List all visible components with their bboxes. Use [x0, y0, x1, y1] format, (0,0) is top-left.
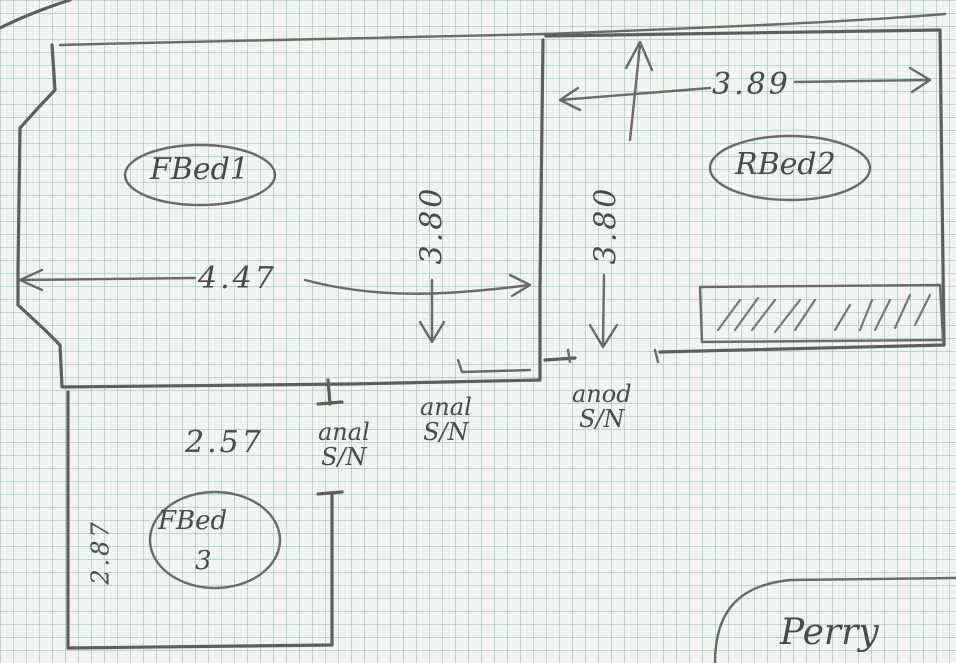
- door-note-3-line2: S/N: [579, 405, 625, 434]
- door-note-2-line1: anal: [420, 393, 472, 421]
- door-note-1-line2: S/N: [321, 443, 367, 472]
- wardrobe-hatch: [716, 293, 932, 334]
- room2-width-arrow-right: [793, 66, 932, 94]
- room2-up-arrow: [624, 40, 654, 142]
- room3-depth-label: 2.87: [86, 519, 115, 585]
- room2-depth-label: 3.80: [588, 185, 624, 265]
- room3-width-label: 2.57: [185, 425, 264, 460]
- room2-width-label: 3.89: [712, 67, 791, 102]
- room3-name: FBed: [158, 506, 228, 536]
- door-marker-2: [566, 348, 572, 364]
- room2-wall: [544, 28, 946, 354]
- door-note-2-line2: S/N: [423, 418, 469, 447]
- room3-wall: [66, 390, 334, 650]
- wardrobe-outline: [698, 283, 945, 344]
- room1-width-arrow-right: [303, 273, 532, 298]
- room1-wall: [16, 38, 545, 389]
- door-note-1: anal S/N: [318, 418, 370, 472]
- door-marker-3: [653, 348, 660, 364]
- door-note-2: anal S/N: [420, 393, 472, 447]
- room2-name: RBed2: [735, 147, 836, 182]
- room2-name-oval: [708, 134, 872, 202]
- top-boundary-line: [58, 12, 947, 47]
- room3-name-oval: [148, 490, 282, 590]
- room4-name: Perry: [780, 612, 879, 653]
- room2-depth-arrow: [588, 273, 619, 349]
- door-note-1-line1: anal: [318, 418, 370, 446]
- room1-depth-label: 3.80: [414, 185, 450, 265]
- room3-door-top: [316, 378, 344, 406]
- room1-name: FBed1: [150, 152, 249, 187]
- room1-width-arrow-left: [18, 268, 197, 292]
- room1-name-oval: [123, 143, 277, 207]
- room1-width-label: 4.47: [198, 261, 277, 296]
- room1-depth-arrow: [418, 278, 446, 344]
- top-left-arc: [0, 0, 72, 30]
- room3-door-bottom: [316, 490, 344, 496]
- room4-name-oval: [713, 576, 956, 663]
- door-marker-1: [456, 358, 532, 374]
- door-note-3: anod S/N: [572, 380, 632, 434]
- door-note-3-line1: anod: [572, 380, 632, 408]
- room3-name-number: 3: [195, 546, 212, 576]
